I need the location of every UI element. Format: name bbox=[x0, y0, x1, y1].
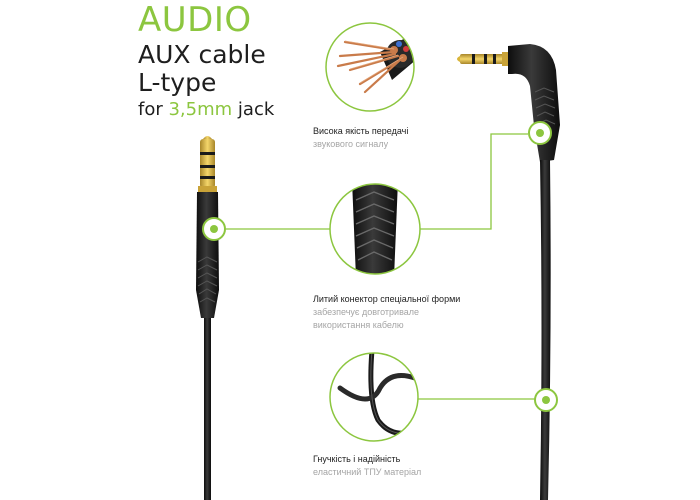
marker-right-cable-icon bbox=[534, 388, 558, 412]
callout-markers bbox=[202, 121, 558, 412]
detail-flexible-cable bbox=[329, 352, 419, 442]
feature-caption-connector: Литий конектор спеціальної форми забезпе… bbox=[313, 294, 461, 330]
marker-left-connector-icon bbox=[202, 217, 226, 241]
detail-molded-connector bbox=[329, 183, 421, 275]
product-title-line1: AUX cable bbox=[138, 40, 266, 69]
product-subtitle: for 3,5mm jack bbox=[138, 99, 275, 120]
callout-lines bbox=[226, 133, 538, 400]
marker-right-connector-icon bbox=[528, 121, 552, 145]
straight-jack-plug bbox=[196, 136, 219, 500]
l-type-jack-plug bbox=[457, 44, 560, 500]
feature-caption-quality: Висока якість передачі звукового сигналу bbox=[313, 126, 409, 149]
brand-title: AUDIO bbox=[138, 0, 252, 40]
product-title-line2: L-type bbox=[138, 68, 217, 97]
jack-size-highlight: 3,5mm bbox=[168, 99, 233, 120]
feature-caption-flexibility: Гнучкість і надійність еластичний ТПУ ма… bbox=[313, 454, 422, 477]
detail-cable-wires bbox=[325, 22, 415, 112]
